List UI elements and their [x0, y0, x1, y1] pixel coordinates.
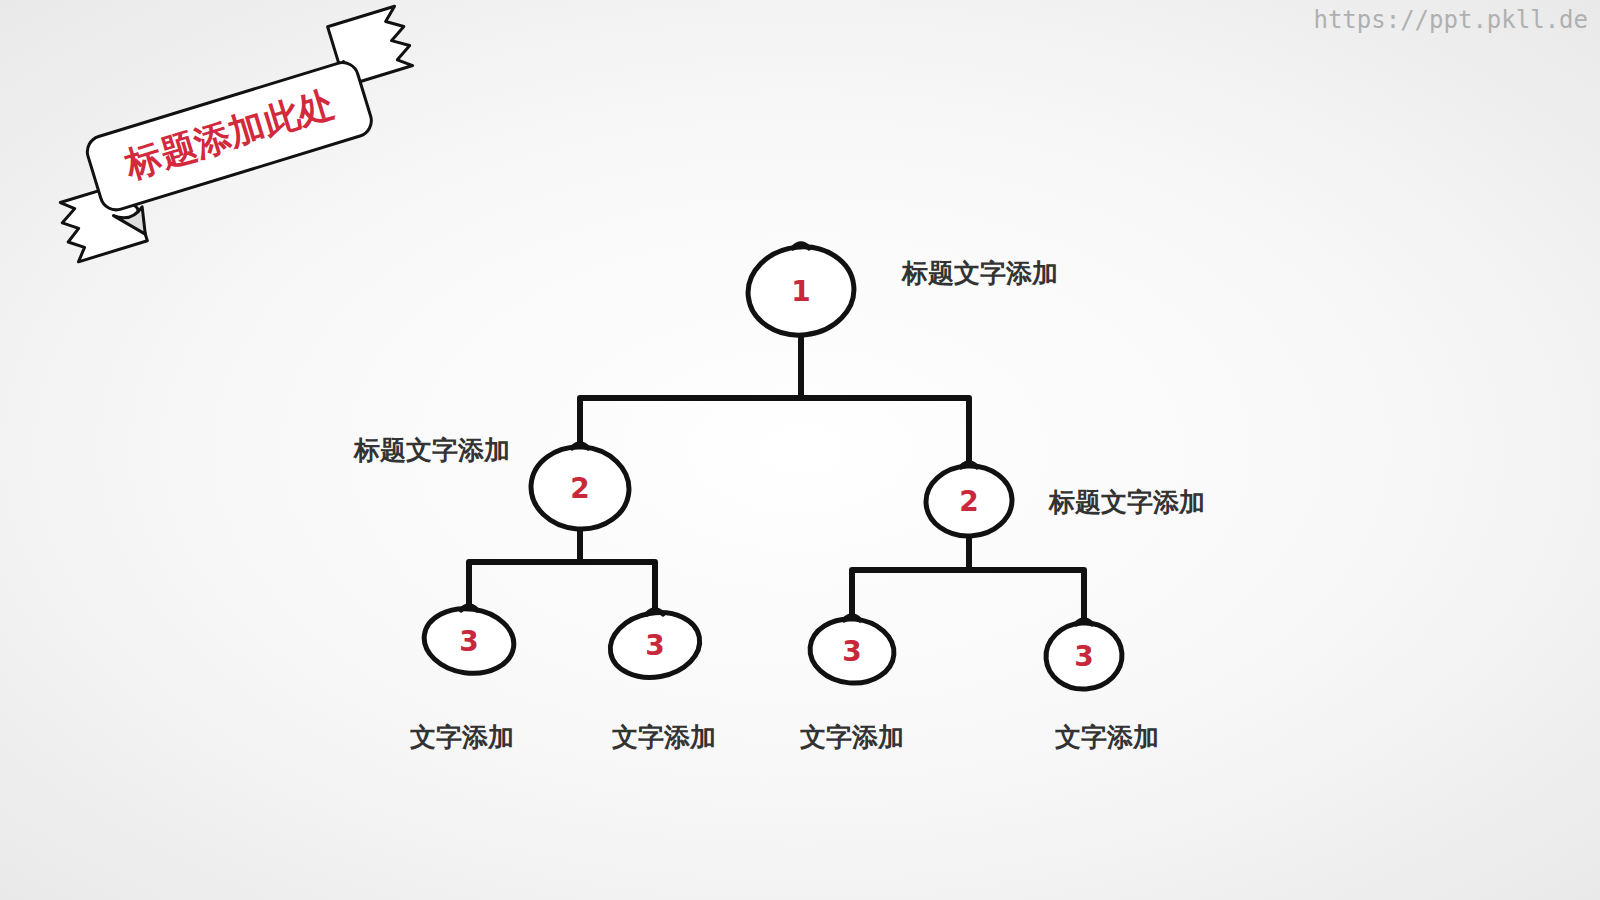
tree-circle: 3文字添加: [807, 616, 897, 686]
node-label: 标题文字添加: [902, 256, 1058, 291]
node-label: 文字添加: [1055, 720, 1159, 755]
hand-drawn-circle: [528, 444, 631, 533]
hand-drawn-circle: [605, 606, 705, 685]
node-number: 3: [459, 625, 478, 658]
node-label: 文字添加: [800, 720, 904, 755]
tree-circle: 3文字添加: [421, 606, 517, 676]
pen-tick: [961, 463, 977, 467]
pen-tick: [572, 444, 588, 448]
node-number: 3: [645, 629, 664, 662]
hand-drawn-circle: [924, 464, 1014, 538]
node-label: 标题文字添加: [354, 433, 510, 468]
ribbon-fold: [113, 207, 150, 242]
tree-circle: 3文字添加: [1043, 620, 1125, 692]
node-number: 3: [1074, 640, 1093, 673]
pen-tick: [844, 616, 860, 620]
node-number: 1: [791, 275, 810, 308]
tree-connector: [969, 539, 1084, 620]
hand-drawn-circle: [420, 603, 518, 679]
tree-circle: 2标题文字添加: [528, 444, 632, 532]
pen-tick: [1076, 620, 1092, 624]
node-label: 标题文字添加: [1049, 485, 1205, 520]
tree-connector: [580, 338, 801, 444]
pen-tick: [793, 244, 809, 248]
node-number: 2: [570, 472, 589, 505]
watermark: https://ppt.pkll.de: [1313, 6, 1588, 34]
pen-tick: [647, 610, 663, 614]
pen-tick: [461, 606, 477, 610]
tree-connector: [801, 338, 969, 463]
tree-circle: 1标题文字添加: [745, 244, 857, 338]
tree-circle: 2标题文字添加: [923, 463, 1015, 539]
tree-connector: [469, 532, 580, 606]
hand-drawn-circle: [807, 615, 896, 686]
node-label: 文字添加: [612, 720, 716, 755]
node-number: 2: [959, 485, 978, 518]
tree-circle: 3文字添加: [607, 610, 703, 680]
tree-connector: [580, 532, 655, 610]
node-number: 3: [842, 635, 861, 668]
hand-drawn-circle: [744, 242, 859, 341]
node-label: 文字添加: [410, 720, 514, 755]
ribbon-band: [83, 59, 375, 214]
hand-drawn-circle: [1044, 620, 1124, 691]
tree-connector: [852, 539, 969, 616]
